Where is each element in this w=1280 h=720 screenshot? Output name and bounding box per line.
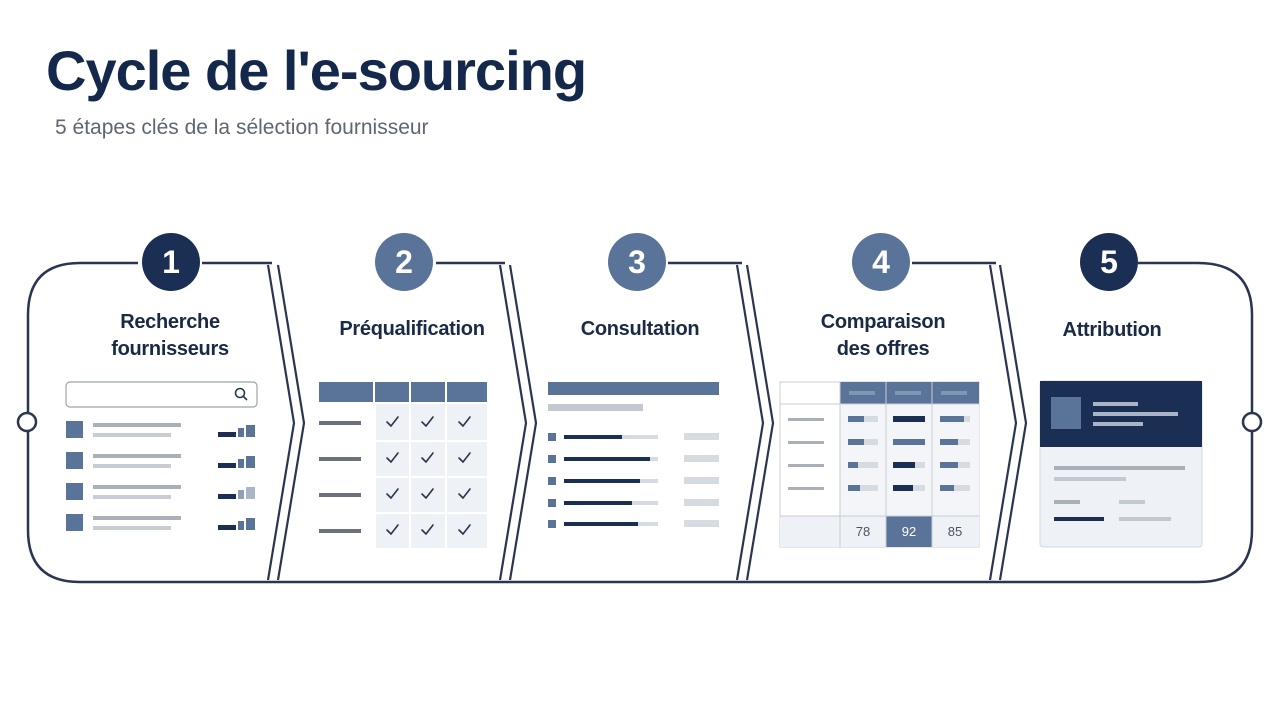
score-offer-2: 92 <box>901 524 917 539</box>
score-offer-3: 85 <box>947 524 963 539</box>
step3-illustration <box>548 382 719 528</box>
step5-illustration <box>1039 380 1203 548</box>
consultation-rows <box>548 433 719 528</box>
step-4-title: Comparaison des offres <box>783 309 983 363</box>
supplier-rows <box>66 421 255 531</box>
page-subtitle: 5 étapes clés de la sélection fournisseu… <box>55 116 429 139</box>
search-icon <box>234 387 248 401</box>
left-end-node <box>16 411 38 433</box>
search-bar <box>65 381 258 408</box>
check-icon <box>386 416 471 535</box>
step-1-badge: 1 <box>142 233 200 291</box>
chevron-separators <box>266 264 1028 581</box>
step1-illustration <box>65 381 258 531</box>
step2-illustration <box>319 382 487 548</box>
step-1-title-line2: fournisseurs <box>111 338 229 360</box>
page-title: Cycle de l'e-sourcing <box>46 39 587 102</box>
step-1-title: Recherche fournisseurs <box>70 309 270 363</box>
cycle-outline <box>26 261 1254 584</box>
step-4-badge: 4 <box>852 233 910 291</box>
checklist-header <box>319 382 487 402</box>
right-end-node <box>1241 411 1263 433</box>
step4-illustration <box>779 381 980 548</box>
step-5-badge: 5 <box>1080 233 1138 291</box>
step-3-title: Consultation <box>580 318 700 340</box>
score-offer-1: 78 <box>855 524 871 539</box>
step-2-badge: 2 <box>375 233 433 291</box>
step-2-title: Préqualification <box>339 318 485 340</box>
step-5-title: Attribution <box>1062 319 1162 341</box>
step-4-title-line1: Comparaison <box>820 311 946 333</box>
step-3-badge: 3 <box>608 233 666 291</box>
step-4-title-line2: des offres <box>836 338 930 360</box>
step-1-title-line1: Recherche <box>120 311 220 333</box>
